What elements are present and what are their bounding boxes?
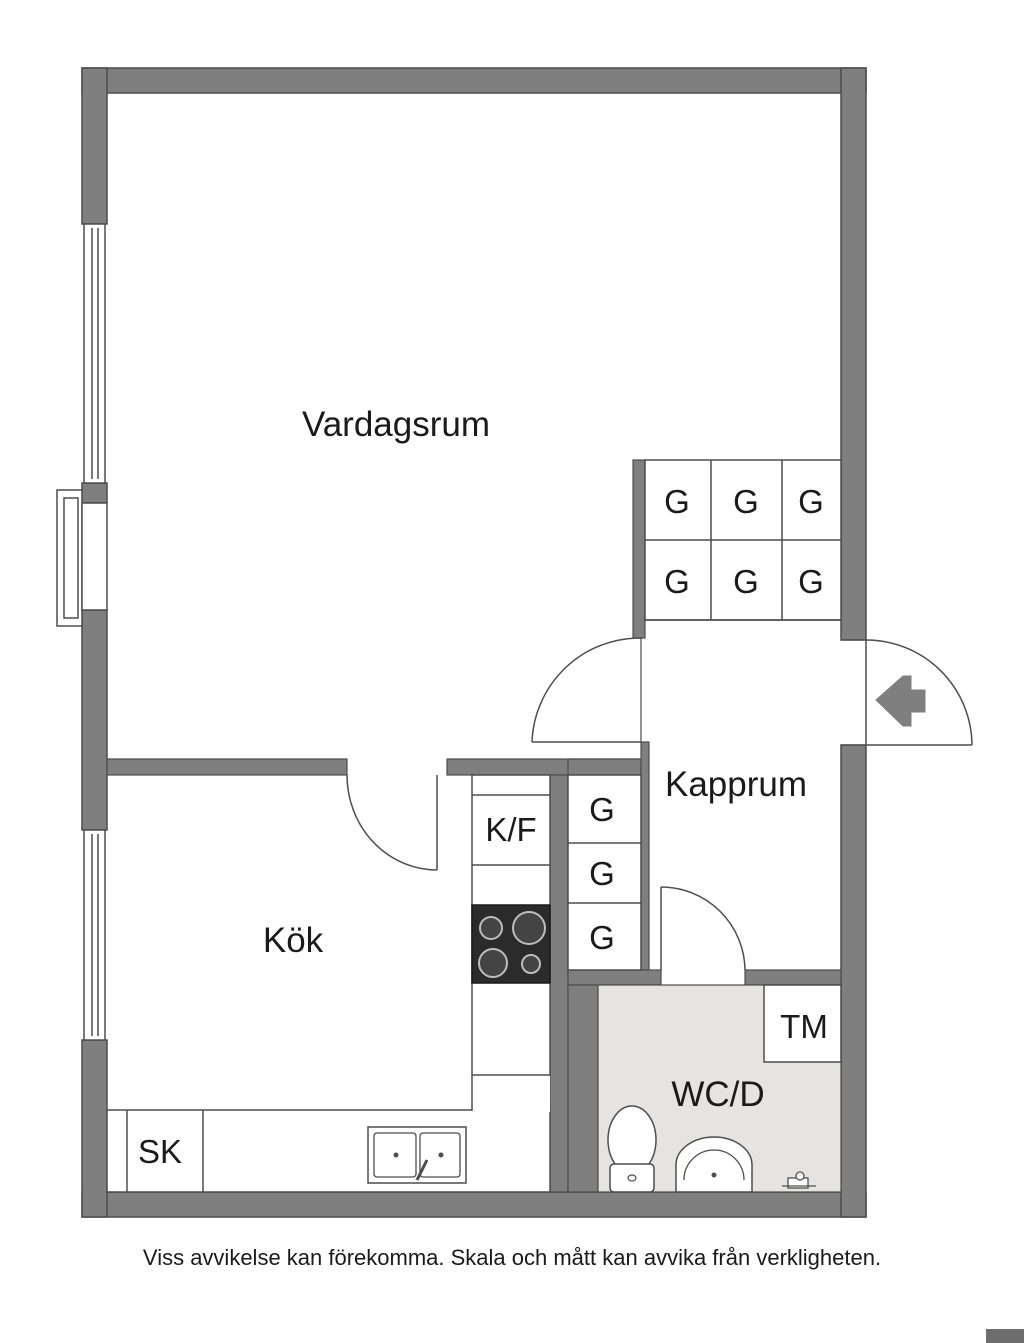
washbasin xyxy=(675,1136,753,1193)
dryer xyxy=(763,984,842,1063)
toilet xyxy=(607,1105,657,1193)
room-label-kitchen: Kök xyxy=(263,921,324,960)
wardrobe-label: G xyxy=(664,483,690,520)
window-living-upper xyxy=(83,223,106,484)
room-label-hall: Kapprum xyxy=(665,765,807,804)
window-kitchen xyxy=(83,829,106,1041)
wardrobe-label: G xyxy=(589,919,615,956)
interior-walls xyxy=(106,459,842,1193)
wardrobe-label: G xyxy=(664,563,690,600)
wardrobe-block-hall xyxy=(567,774,642,971)
wardrobe-label: G xyxy=(798,483,824,520)
wardrobe-label: G xyxy=(733,563,759,600)
door-bathroom xyxy=(660,886,746,971)
shower-icon xyxy=(782,1171,816,1189)
corner-mark xyxy=(986,1329,1024,1343)
dryer-label: TM xyxy=(780,1008,828,1045)
disclaimer-text: Viss avvikelse kan förekomma. Skala och … xyxy=(142,1245,882,1270)
fridge-label: K/F xyxy=(485,811,536,848)
kitchen-sink xyxy=(367,1126,467,1184)
room-label-living: Vardagsrum xyxy=(302,405,490,444)
stove xyxy=(471,904,551,984)
wardrobe-label: G xyxy=(733,483,759,520)
door-living-hall xyxy=(531,637,642,743)
wardrobe-label: G xyxy=(589,791,615,828)
outer-walls xyxy=(81,67,867,1218)
door-entrance xyxy=(841,639,973,746)
room-label-bathroom: WC/D xyxy=(671,1075,764,1114)
wardrobe-block-living xyxy=(644,459,842,621)
cleaning-cabinet-label: SK xyxy=(138,1133,182,1170)
balcony-door xyxy=(56,489,108,627)
wardrobe-label: G xyxy=(589,855,615,892)
entrance-arrow-icon xyxy=(875,675,926,727)
wardrobe-label: G xyxy=(798,563,824,600)
door-kitchen xyxy=(346,774,438,871)
